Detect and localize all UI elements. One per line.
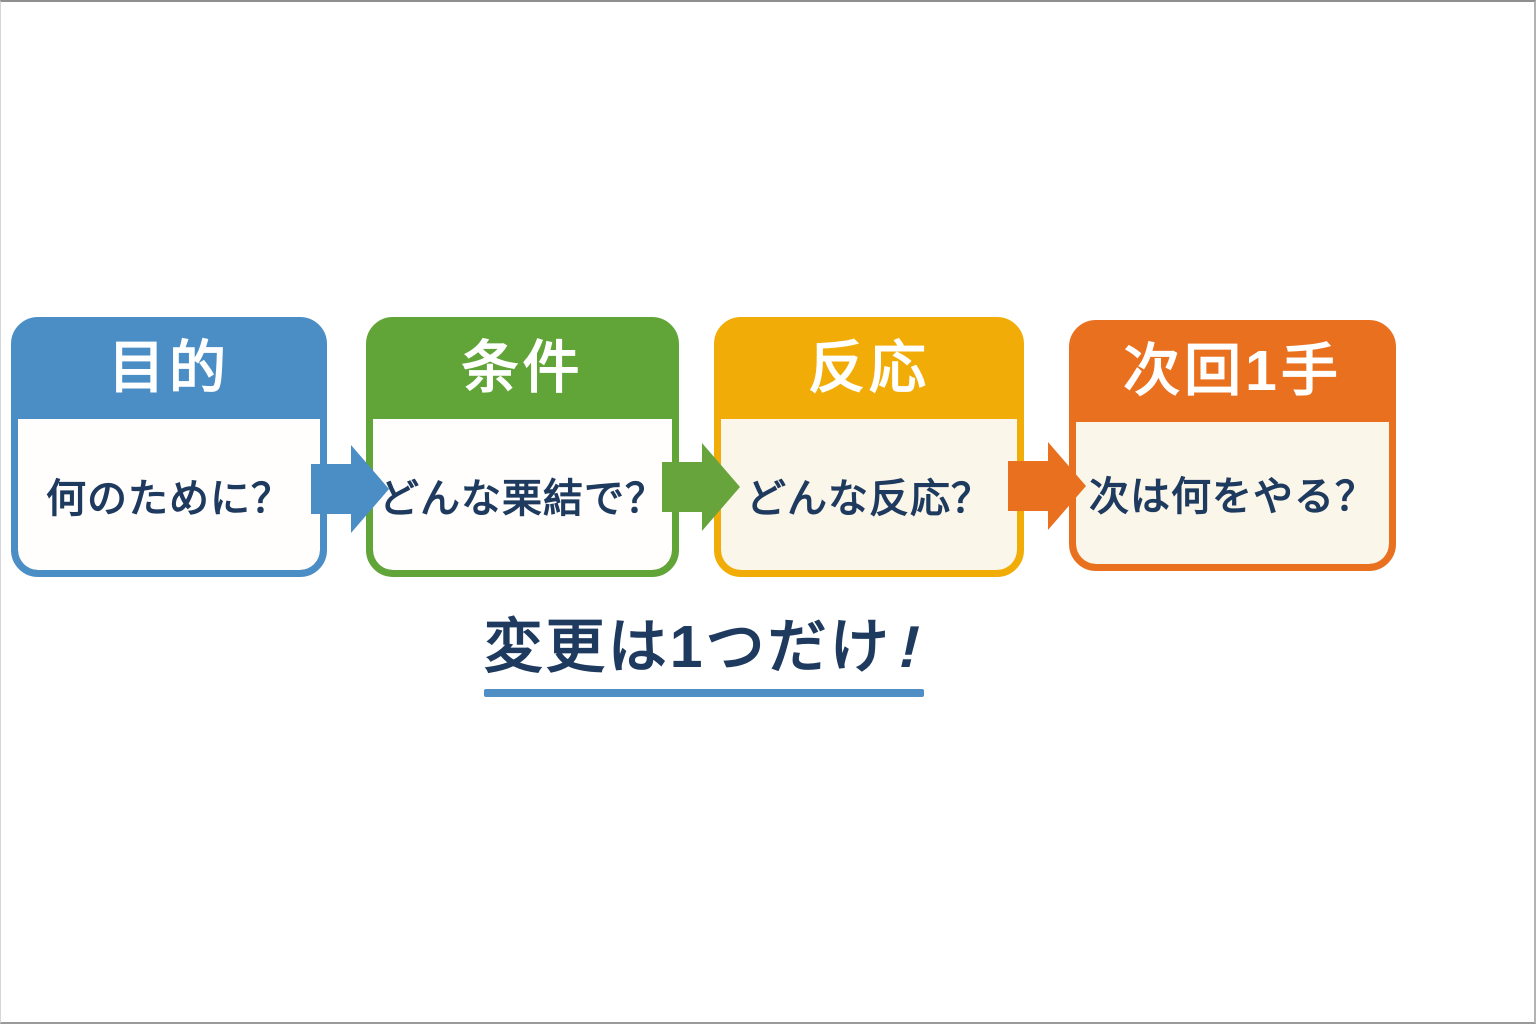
- step-question: どんな反応？: [721, 419, 1017, 570]
- step-title: 反応: [721, 324, 1017, 419]
- step-question: 次は何をやる？: [1076, 422, 1389, 564]
- step-question: 何のために？: [18, 419, 320, 570]
- flow-step-conditions: 条件 どんな栗結で？: [366, 317, 679, 577]
- headline-only-one-change: 変更は1つだけ!: [1, 614, 1405, 682]
- step-title: 目的: [18, 324, 320, 419]
- step-title: 条件: [373, 324, 672, 419]
- arrow-right-shape: [1008, 442, 1086, 530]
- flow-step-next-move: 次回1手 次は何をやる？: [1069, 320, 1396, 571]
- arrow-right-icon: [1008, 442, 1086, 530]
- arrow-right-icon: [311, 445, 389, 533]
- arrow-right-shape: [311, 445, 389, 533]
- arrow-right-icon: [662, 443, 740, 531]
- step-question: どんな栗結で？: [373, 419, 672, 570]
- step-title: 次回1手: [1076, 327, 1389, 422]
- headline-exclamation: !: [892, 614, 931, 680]
- arrow-right-shape: [662, 443, 740, 531]
- headline-underline: [484, 689, 924, 697]
- flow-step-purpose: 目的 何のために？: [11, 317, 327, 577]
- headline-text: 変更は1つだけ: [483, 614, 892, 680]
- flow-step-reaction: 反応 どんな反応？: [714, 317, 1024, 577]
